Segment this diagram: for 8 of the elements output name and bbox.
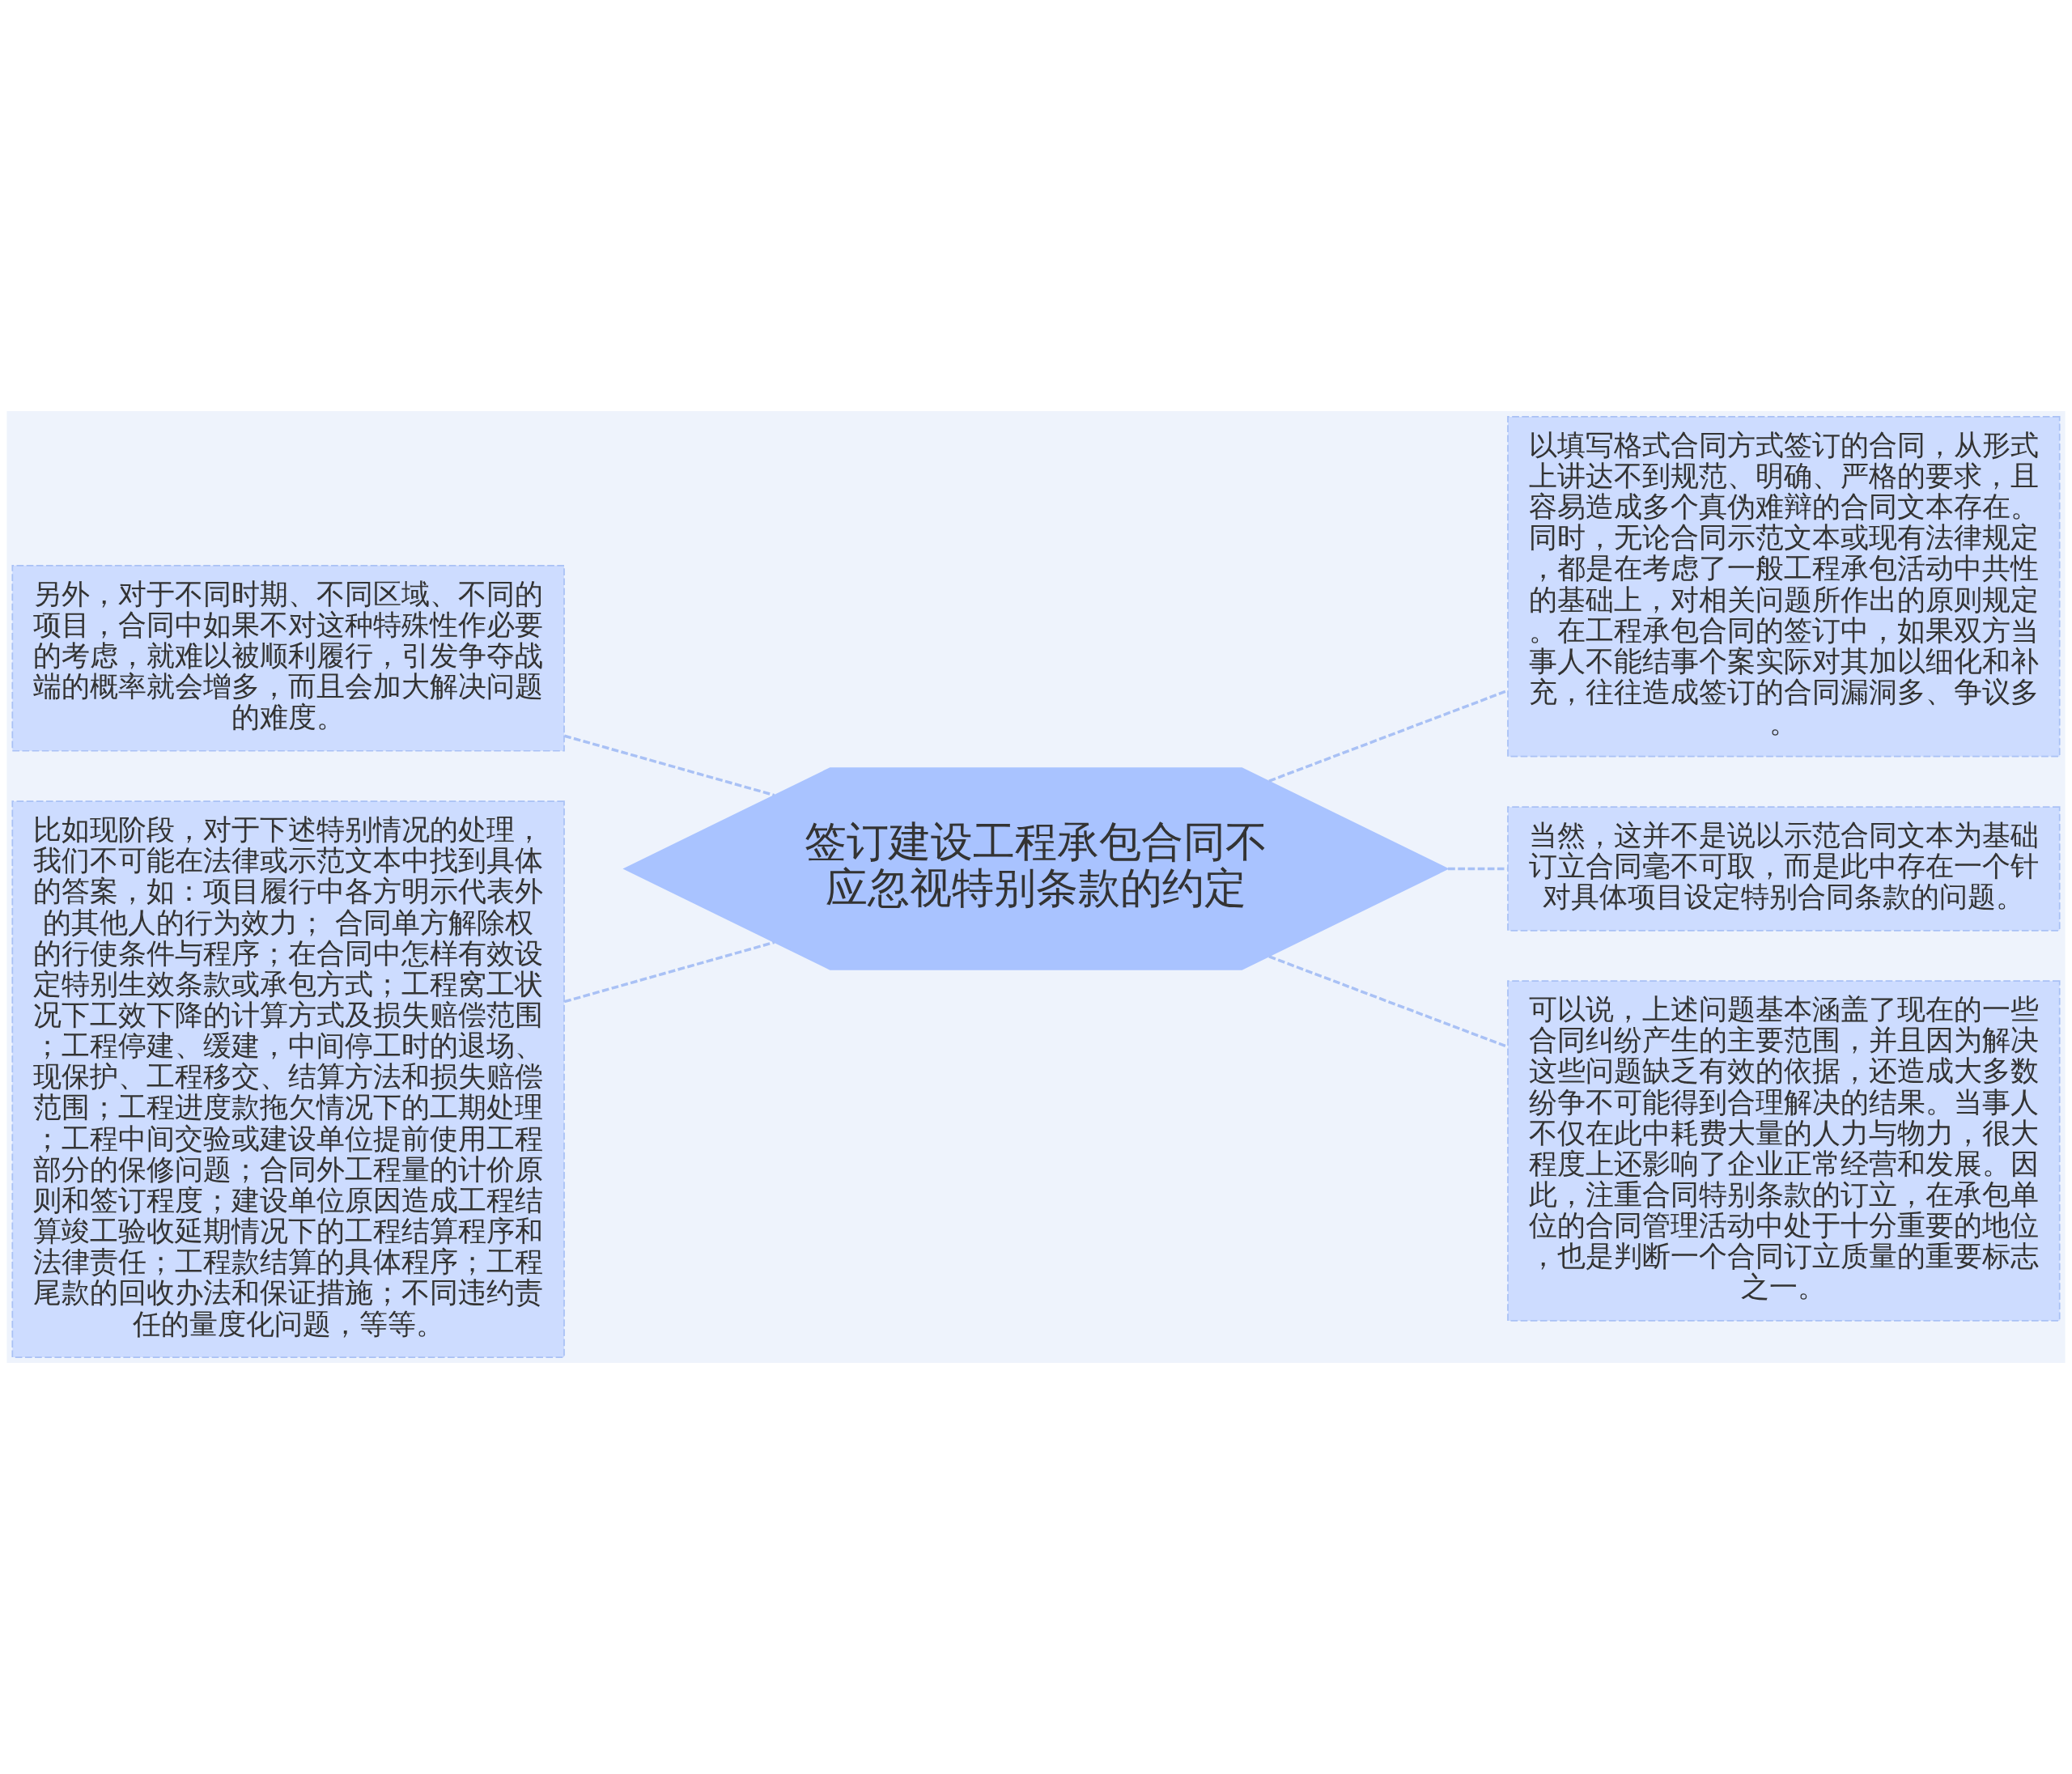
node-box: 比如现阶段，对于下述特别情况的处理，我们不可能在法律或示范文本中找到具体的答案，如：项目履行中各方明示代表外的其他人的行为效力； 合同单方解除权的行使条件与程序；在合同中怎样有效设定特别生效条款或承包方式；工程窝工状况下工效下降的计算方式及损失赔偿范围；工程停建、缓建，中间停工时的退场、现保护、工程移交、结算方法和损失赔偿范围；工程进度款拖欠情况下的工期处理；工程中间交验或建设单位提前使用工程部分的保修问题；合同外工程量的计价原则和签订程度；建设单位原因造成工程结算竣工验收延期情况下的工程结算程序和法律责任；工程款结算的具体程序；工程尾款的回收办法和保证措施；不同违约责任的量度化问题，等等。: [11, 800, 565, 1358]
connector: [563, 734, 775, 797]
connector: [1448, 867, 1508, 871]
connector: [563, 940, 775, 1004]
node-box: 另外，对于不同时期、不同区域、不同的项目，合同中如果不对这种特殊性作必要的考虑，就难以被顺利履行，引发争夺战端的概率就会增多，而且会加大解决问题的难度。: [11, 564, 565, 752]
node-box: 以填写格式合同方式签订的合同，从形式上讲达不到规范、明确、严格的要求，且容易造成多个真伪难辩的合同文本存在。同时，无论合同示范文本或现有法律规定，都是在考虑了一般工程承包活动中共性的基础上，对相关问题所作出的原则规定。在工程承包合同的签订中，如果双方当事人不能结事个案实际对其加以细化和补充，往往造成签订的合同漏洞多、争议多。: [1507, 416, 2061, 758]
node-box: 可以说，上述问题基本涵盖了现在的一些合同纠纷产生的主要范围，并且因为解决这些问题缺乏有效的依据，还造成大多数纷争不可能得到合理解决的结果。当事人不仅在此中耗费大量的人力与物力，很大程度上还影响了企业正常经营和发展。因此，注重合同特别条款的订立，在承包单位的合同管理活动中处于十分重要的地位，也是判断一个合同订立质量的重要标志之一。: [1507, 980, 2061, 1322]
node-box: 当然，这并不是说以示范合同文本为基础订立合同毫不可取，而是此中存在一个针对具体项目设定特别合同条款的问题。: [1507, 806, 2061, 932]
